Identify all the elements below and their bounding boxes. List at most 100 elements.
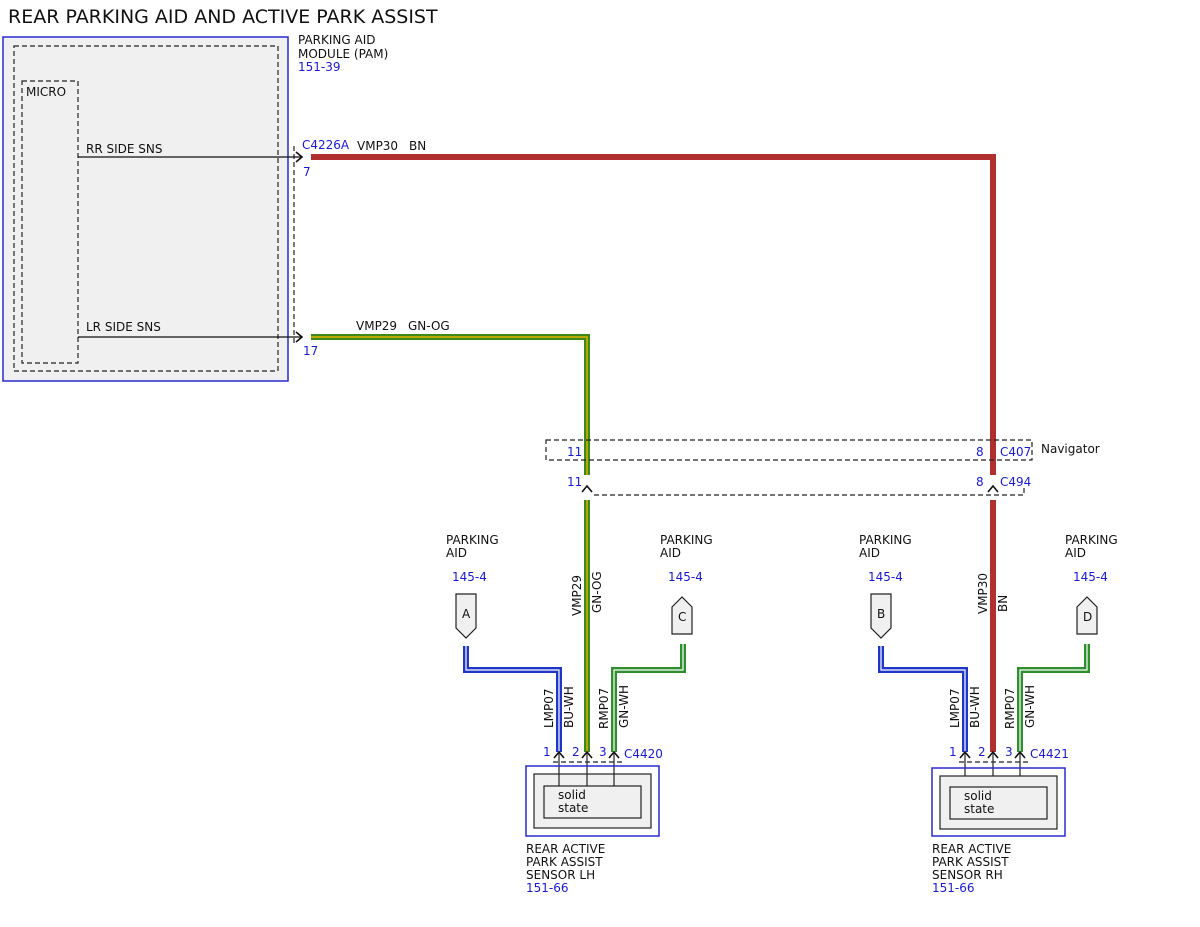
inline-connector-c494[interactable]: 11 8 C494 — [567, 475, 1031, 496]
wire-vmp30-color: BN — [409, 139, 426, 153]
lh-lmp07-label: LMP07 — [542, 688, 556, 728]
rr-side-label: RR SIDE SNS — [86, 142, 163, 156]
sensor-rh-outline — [931, 767, 1066, 837]
micro-label: MICRO — [26, 85, 66, 99]
wire-rmp07-rh[interactable] — [1017, 644, 1090, 752]
c407-pin-8: 8 — [976, 445, 984, 459]
lh-gnwh-label: GN-WH — [617, 685, 631, 728]
pam-connector-label[interactable]: C4226A — [302, 138, 350, 152]
pam-outline — [2, 36, 289, 382]
lh-rmp07-label: RMP07 — [597, 688, 611, 729]
c494-label[interactable]: C494 — [1000, 475, 1031, 489]
wire-vmp29-upper[interactable] — [311, 334, 590, 475]
micro-box — [21, 80, 79, 364]
wire-lmp07-rh[interactable] — [878, 646, 968, 752]
sensor-rh-solid-state — [949, 786, 1048, 820]
lr-side-label: LR SIDE SNS — [86, 320, 161, 334]
sensor-lh-line1: REAR ACTIVE — [526, 842, 605, 856]
pam-pin-rr: 7 — [303, 165, 311, 179]
sensor-rh-ref[interactable]: 151-66 — [932, 881, 975, 895]
ref-a-line2: AID — [446, 546, 467, 560]
tag-c-letter: C — [678, 610, 686, 624]
pam-ref[interactable]: 151-39 — [298, 60, 341, 74]
c494-arrow-11 — [581, 484, 593, 493]
sensor-lh-line3: SENSOR LH — [526, 868, 595, 882]
diagram-title: REAR PARKING AID AND ACTIVE PARK ASSIST — [8, 6, 438, 28]
sensor-lh-ref[interactable]: 151-66 — [526, 881, 569, 895]
tag-d[interactable]: D — [1076, 596, 1098, 635]
tag-b-letter: B — [877, 607, 885, 621]
pam-name-line2: MODULE (PAM) — [298, 47, 388, 61]
tag-d-letter: D — [1083, 610, 1092, 624]
wire-vmp30-circuit: VMP30 — [357, 139, 398, 153]
tag-a[interactable]: A — [455, 593, 477, 639]
lh-buwh-label: BU-WH — [562, 686, 576, 728]
sensor-lh[interactable]: 1 2 3 C4420 solid state — [525, 745, 663, 837]
wire-vmp30-bn[interactable] — [311, 154, 996, 752]
wire-vmp29-vlabel: VMP29 — [570, 575, 584, 616]
sensor-lh-solid-state — [543, 785, 642, 819]
wire-rmp07-rh-stripe — [1019, 644, 1088, 752]
wire-lmp07-rh-stripe — [880, 646, 966, 752]
pam-inner-box — [13, 45, 279, 372]
rh-rmp07-label: RMP07 — [1003, 688, 1017, 729]
sensor-lh-line2: PARK ASSIST — [526, 855, 603, 869]
sensor-lh-inner2: state — [558, 801, 588, 815]
ref-b-ref[interactable]: 145-4 — [868, 570, 903, 584]
ref-c-line2: AID — [660, 546, 681, 560]
ref-b-line2: AID — [859, 546, 880, 560]
wire-vmp29-gnog[interactable] — [311, 334, 590, 752]
wire-vmp30-vlabel: VMP30 — [976, 573, 990, 614]
sensor-rh-inner1: solid — [964, 789, 992, 803]
ref-a-ref[interactable]: 145-4 — [452, 570, 487, 584]
sensor-rh-line2: PARK ASSIST — [932, 855, 1009, 869]
sensor-lh-outline — [525, 765, 660, 837]
ref-b-line1: PARKING — [859, 533, 912, 547]
wire-rmp07-lh[interactable] — [611, 644, 686, 752]
wire-lmp07-lh-stripe — [465, 646, 560, 752]
sensor-lh-inner1: solid — [558, 788, 586, 802]
c494-box — [594, 488, 1025, 496]
ref-c-ref[interactable]: 145-4 — [668, 570, 703, 584]
c494-pin-11: 11 — [567, 475, 582, 489]
sensor-rh-line1: REAR ACTIVE — [932, 842, 1011, 856]
wire-rmp07-lh-stripe — [613, 644, 684, 752]
c4420-pin-1: 1 — [543, 745, 551, 759]
tag-c[interactable]: C — [671, 596, 693, 635]
parking-aid-module[interactable]: MICRO PARKING AID MODULE (PAM) 151-39 — [2, 33, 388, 382]
c4420-label[interactable]: C4420 — [624, 747, 663, 761]
c4421-pin-3: 3 — [1005, 745, 1013, 759]
wire-vmp29-circuit: VMP29 — [356, 319, 397, 333]
c494-arrow-8 — [987, 484, 999, 493]
ref-d-line2: AID — [1065, 546, 1086, 560]
ref-a-line1: PARKING — [446, 533, 499, 547]
wire-vmp29-color: GN-OG — [408, 319, 450, 333]
wire-lmp07-lh[interactable] — [463, 646, 562, 752]
rh-buwh-label: BU-WH — [968, 686, 982, 728]
sensor-rh[interactable]: 1 2 3 C4421 solid state — [931, 745, 1069, 837]
c4420-pin-2: 2 — [572, 745, 580, 759]
ref-d-ref[interactable]: 145-4 — [1073, 570, 1108, 584]
rr-pin-arrow — [295, 151, 304, 163]
sensor-rh-line3: SENSOR RH — [932, 868, 1003, 882]
c4421-pin-1: 1 — [949, 745, 957, 759]
lr-pin-arrow — [295, 331, 304, 343]
c4420-pin-3: 3 — [599, 745, 607, 759]
tag-a-letter: A — [462, 607, 471, 621]
c4421-label[interactable]: C4421 — [1030, 747, 1069, 761]
wire-vmp30-upper[interactable] — [311, 154, 996, 475]
c494-pin-8: 8 — [976, 475, 984, 489]
c407-box — [545, 439, 1033, 461]
tag-b[interactable]: B — [870, 593, 892, 639]
rh-gnwh-label: GN-WH — [1023, 685, 1037, 728]
inline-connector-c407[interactable]: 11 8 C407 — [545, 439, 1033, 461]
ref-c-line1: PARKING — [660, 533, 713, 547]
tag-c-shape — [671, 596, 693, 635]
pam-name-line1: PARKING AID — [298, 33, 376, 47]
sensor-rh-inner2: state — [964, 802, 994, 816]
navigator-label: Navigator — [1041, 442, 1100, 456]
pam-pin-lr: 17 — [303, 344, 318, 358]
c407-label[interactable]: C407 — [1000, 445, 1031, 459]
wire-bn-vlabel: BN — [996, 595, 1010, 612]
